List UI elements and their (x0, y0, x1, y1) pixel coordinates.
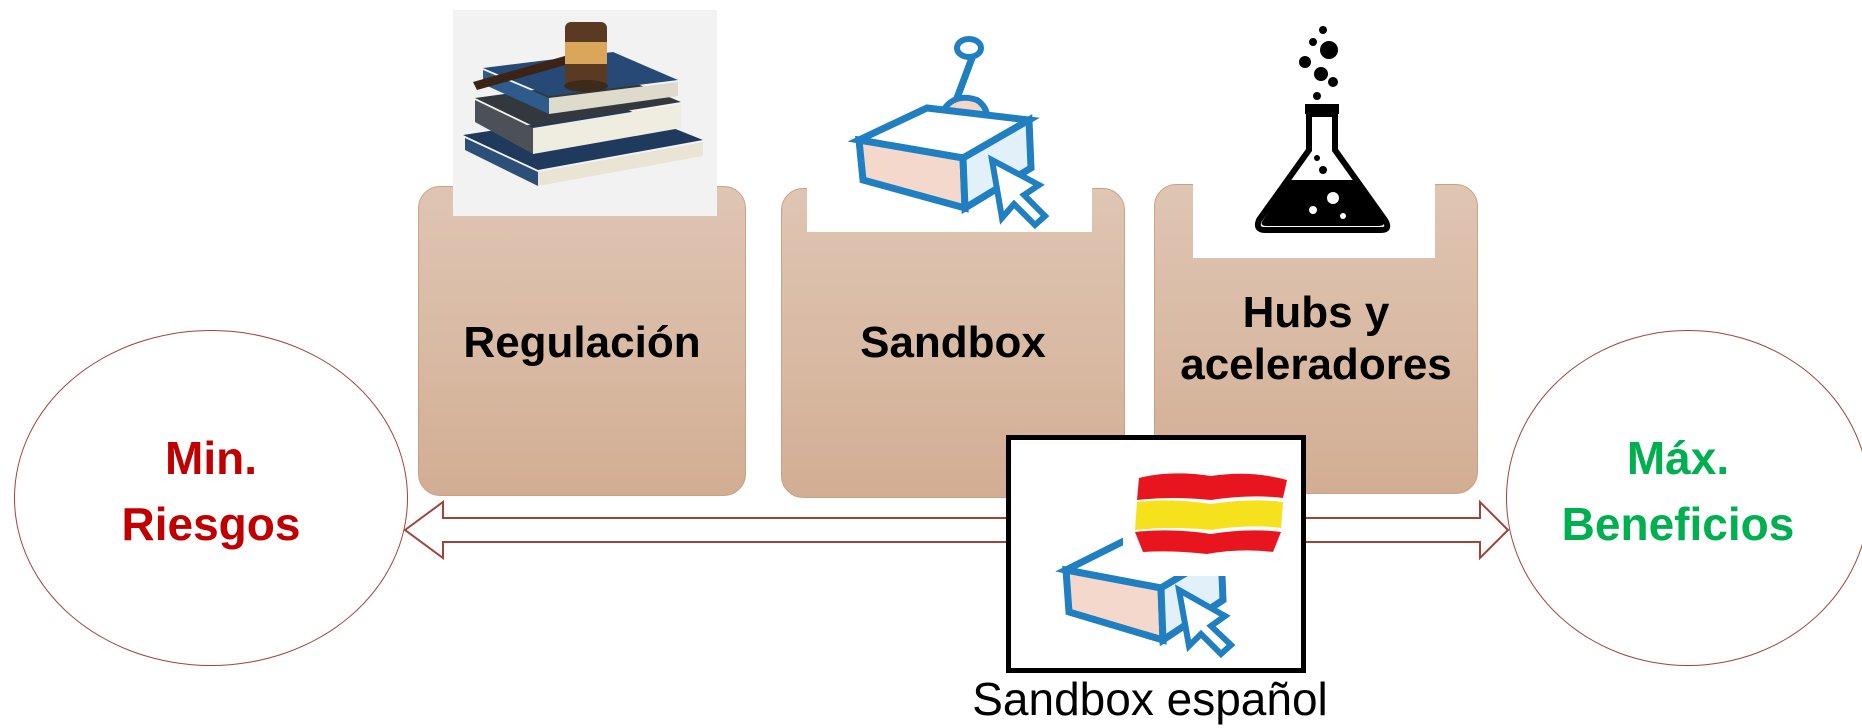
sandbox-espanol-caption: Sandbox español (972, 673, 1328, 725)
riesgos-label: Riesgos (121, 498, 301, 550)
sandbox-icon (847, 36, 1050, 230)
beneficios-label: Beneficios (1561, 498, 1795, 550)
spanish-flag-sandbox-icon (1055, 470, 1293, 659)
max-beneficios-circle: Máx. Beneficios (1506, 330, 1862, 666)
max-label: Máx. (1626, 432, 1730, 484)
flask-icon-panel (1193, 20, 1435, 258)
min-riesgos-circle: Min. Riesgos (14, 330, 408, 666)
gavel-books-icon (453, 10, 717, 216)
hubs-label-line: Hubs y aceleradores (1180, 288, 1452, 389)
spanish-sandbox-frame (1006, 435, 1306, 673)
regulacion-box: Regulación (418, 186, 746, 496)
flask-icon (1254, 26, 1391, 233)
min-label: Min. (165, 432, 257, 484)
regulacion-label: Regulación (463, 318, 701, 367)
sandbox-label: Sandbox (860, 318, 1046, 367)
sandbox-icon-panel (807, 20, 1092, 232)
